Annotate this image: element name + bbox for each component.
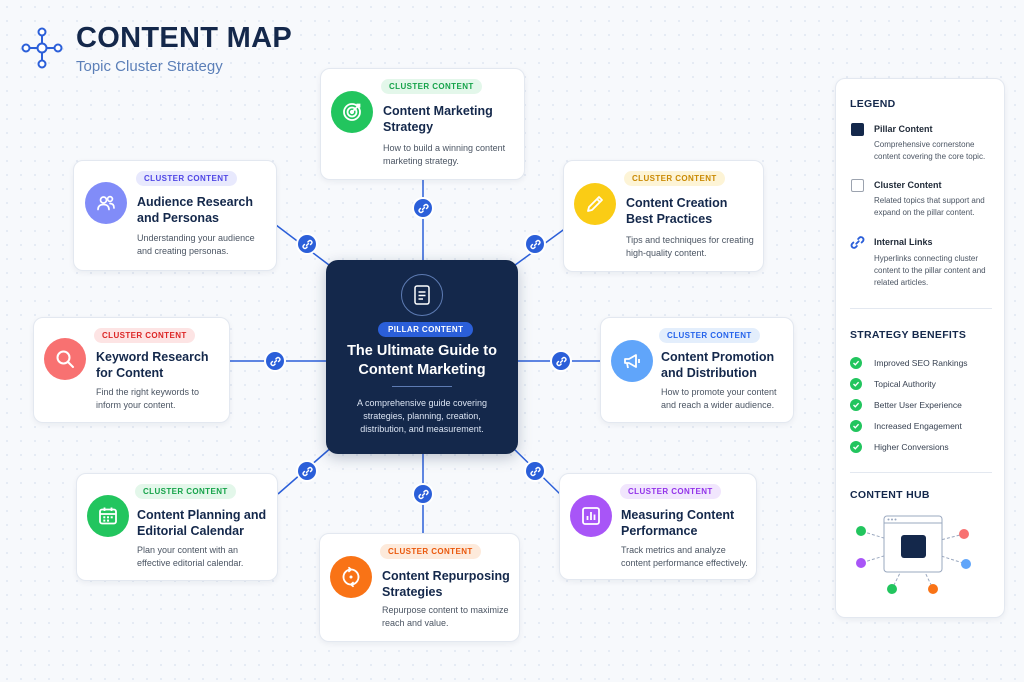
link-node-bottom[interactable]	[414, 485, 432, 503]
legend-label-cluster: Cluster Content	[874, 180, 942, 190]
page-title: CONTENT MAP	[76, 22, 292, 54]
cluster-card-planning[interactable]: CLUSTER CONTENT Content Planning and Edi…	[76, 473, 278, 581]
legend-desc-cluster: Related topics that support and expand o…	[874, 196, 985, 217]
cluster-badge: CLUSTER CONTENT	[620, 484, 721, 499]
legend-label-pillar: Pillar Content	[874, 124, 933, 134]
pillar-title: The Ultimate Guide to Content Marketing	[347, 343, 497, 378]
link-icon	[529, 239, 541, 249]
benefit-label: Higher Conversions	[874, 442, 949, 452]
link-node-top-right[interactable]	[526, 235, 544, 253]
filled-square-icon	[851, 123, 864, 136]
target-icon	[331, 91, 373, 133]
cluster-title: Content Repurposing Strategies	[382, 569, 510, 599]
pencil-icon	[574, 183, 616, 225]
benefit-item: Higher Conversions	[850, 440, 949, 454]
cluster-description: Track metrics and analyze content perfor…	[621, 545, 748, 568]
benefit-item: Better User Experience	[850, 398, 962, 412]
cluster-badge: CLUSTER CONTENT	[135, 484, 236, 499]
cluster-title: Content Marketing Strategy	[383, 104, 493, 134]
megaphone-icon	[611, 340, 653, 382]
legend-desc-pillar: Comprehensive cornerstone content coveri…	[874, 140, 986, 161]
cluster-title: Content Planning and Editorial Calendar	[137, 508, 267, 538]
link-icon	[417, 203, 429, 213]
document-icon	[401, 274, 443, 316]
panel-divider	[850, 308, 992, 309]
check-icon	[850, 399, 862, 411]
page-subtitle: Topic Cluster Strategy	[76, 58, 223, 75]
link-node-top[interactable]	[414, 199, 432, 217]
legend-desc-links: Hyperlinks connecting cluster content to…	[874, 254, 986, 287]
benefit-label: Better User Experience	[874, 400, 962, 410]
cluster-description: Find the right keywords to inform your c…	[96, 387, 200, 410]
pillar-badge: PILLAR CONTENT	[378, 322, 474, 337]
legend-heading: LEGEND	[850, 98, 896, 110]
pillar-divider	[392, 386, 452, 387]
cluster-description: Repurpose content to maximize reach and …	[382, 605, 509, 628]
link-icon	[301, 466, 313, 476]
calendar-icon	[87, 495, 129, 537]
panel-divider	[850, 472, 992, 473]
link-node-top-left[interactable]	[298, 235, 316, 253]
benefit-item: Improved SEO Rankings	[850, 356, 968, 370]
cluster-title: Keyword Research for Content	[96, 350, 209, 380]
cluster-badge: CLUSTER CONTENT	[659, 328, 760, 343]
check-icon	[850, 441, 862, 453]
cluster-badge: CLUSTER CONTENT	[380, 544, 481, 559]
cluster-description: Tips and techniques for creating high-qu…	[626, 235, 754, 258]
cluster-title: Content Creation Best Practices	[626, 196, 728, 226]
check-icon	[850, 357, 862, 369]
legend-label-links: Internal Links	[874, 237, 933, 247]
pillar-card[interactable]: PILLAR CONTENT The Ultimate Guide to Con…	[326, 260, 518, 454]
link-node-bottom-left[interactable]	[298, 462, 316, 480]
cluster-title: Measuring Content Performance	[621, 508, 735, 538]
cluster-description: Understanding your audience and creating…	[137, 233, 255, 256]
users-icon	[85, 182, 127, 224]
cluster-card-creation[interactable]: CLUSTER CONTENT Content Creation Best Pr…	[563, 160, 764, 272]
cluster-card-audience[interactable]: CLUSTER CONTENT Audience Research and Pe…	[73, 160, 277, 271]
pillar-description: A comprehensive guide covering strategie…	[356, 398, 488, 434]
cluster-badge: CLUSTER CONTENT	[94, 328, 195, 343]
content-hub-diagram	[856, 515, 971, 594]
bar-chart-icon	[570, 495, 612, 537]
check-icon	[850, 420, 862, 432]
link-node-right[interactable]	[552, 352, 570, 370]
legend-panel: LEGEND Pillar Content Comprehensive corn…	[835, 78, 1005, 618]
cluster-card-repurposing[interactable]: CLUSTER CONTENT Content Repurposing Stra…	[319, 533, 520, 642]
link-icon	[417, 489, 429, 499]
link-icon	[269, 356, 281, 366]
cluster-card-measuring[interactable]: CLUSTER CONTENT Measuring Content Perfor…	[559, 473, 757, 580]
benefit-label: Increased Engagement	[874, 421, 962, 431]
link-node-bottom-right[interactable]	[526, 462, 544, 480]
cluster-card-promotion[interactable]: CLUSTER CONTENT Content Promotion and Di…	[600, 317, 794, 423]
benefit-label: Topical Authority	[874, 379, 936, 389]
link-icon	[555, 356, 567, 366]
cluster-title: Audience Research and Personas	[137, 195, 254, 225]
link-icon	[529, 466, 541, 476]
outline-square-icon	[851, 179, 864, 192]
link-icon	[301, 239, 313, 249]
benefit-item: Topical Authority	[850, 377, 936, 391]
cluster-badge: CLUSTER CONTENT	[624, 171, 725, 186]
hub-heading: CONTENT HUB	[850, 489, 930, 501]
link-node-left[interactable]	[266, 352, 284, 370]
cluster-description: Plan your content with an effective edit…	[137, 545, 244, 568]
link-icon	[850, 236, 865, 249]
cluster-badge: CLUSTER CONTENT	[136, 171, 237, 186]
check-icon	[850, 378, 862, 390]
cluster-card-strategy[interactable]: CLUSTER CONTENT Content Marketing Strate…	[320, 68, 525, 180]
cluster-description: How to promote your content and reach a …	[661, 387, 777, 410]
benefit-label: Improved SEO Rankings	[874, 358, 968, 368]
recycle-icon	[330, 556, 372, 598]
benefits-heading: STRATEGY BENEFITS	[850, 329, 967, 341]
cluster-description: How to build a winning content marketing…	[383, 143, 506, 166]
cluster-card-keyword[interactable]: CLUSTER CONTENT Keyword Research for Con…	[33, 317, 230, 423]
cluster-title: Content Promotion and Distribution	[661, 350, 775, 380]
benefit-item: Increased Engagement	[850, 419, 962, 433]
cluster-badge: CLUSTER CONTENT	[381, 79, 482, 94]
network-nodes-icon	[21, 27, 63, 69]
magnifier-icon	[44, 338, 86, 380]
